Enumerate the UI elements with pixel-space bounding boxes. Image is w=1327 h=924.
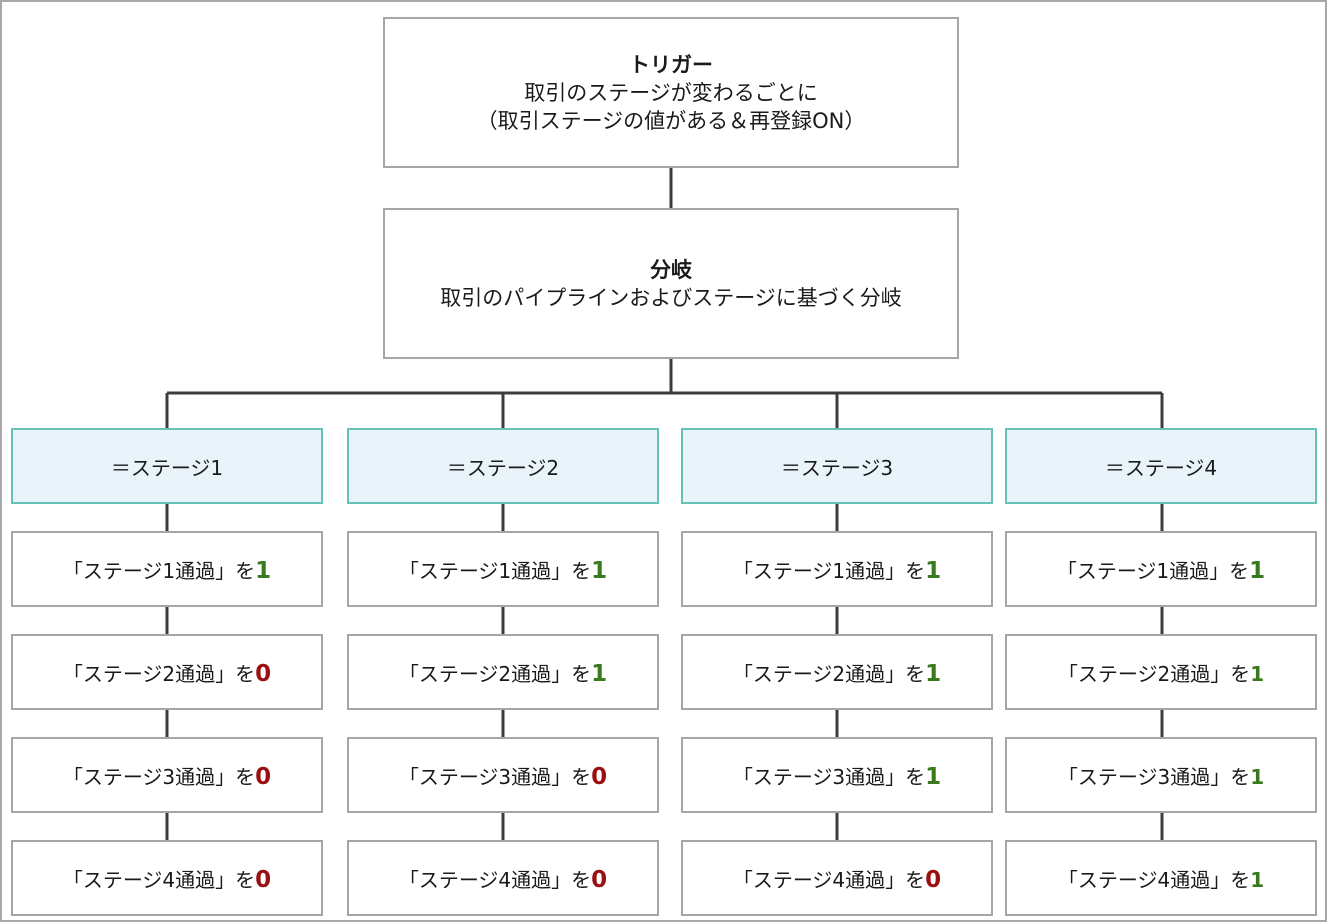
branch-description: 取引のパイプラインおよびステージに基づく分岐 <box>440 285 902 310</box>
action-label: 「ステージ2通過」を <box>62 661 256 686</box>
action-value: 0 <box>255 660 272 687</box>
action-value: 1 <box>1249 557 1266 584</box>
action-label: 「ステージ1通過」を <box>732 558 926 583</box>
stage-header-label: ＝ステージ2 <box>446 455 560 480</box>
action-box: 「ステージ3通過」を1 <box>1005 737 1317 813</box>
stage-header-4: ＝ステージ4 <box>1005 428 1317 504</box>
action-box: 「ステージ4通過」を0 <box>11 840 323 916</box>
action-value: 1 <box>925 763 942 790</box>
action-label: 「ステージ3通過」を <box>1057 764 1251 789</box>
stage-header-3: ＝ステージ3 <box>681 428 993 504</box>
action-box: 「ステージ4通過」を1 <box>1005 840 1317 916</box>
action-label: 「ステージ1通過」を <box>1056 558 1250 583</box>
action-label: 「ステージ4通過」を <box>1057 867 1251 892</box>
action-label: 「ステージ3通過」を <box>398 764 592 789</box>
action-value: 1 <box>591 557 608 584</box>
stage-header-2: ＝ステージ2 <box>347 428 659 504</box>
action-label: 「ステージ2通過」を <box>1057 661 1251 686</box>
action-box: 「ステージ3通過」を0 <box>347 737 659 813</box>
action-value: 0 <box>255 866 272 893</box>
action-label: 「ステージ3通過」を <box>732 764 926 789</box>
branch-box: 分岐 取引のパイプラインおよびステージに基づく分岐 <box>383 208 959 359</box>
trigger-title: トリガー <box>629 52 713 77</box>
action-box: 「ステージ3通過」を0 <box>11 737 323 813</box>
trigger-description: 取引のステージが変わるごとに <box>524 80 818 105</box>
action-value: 0 <box>255 763 272 790</box>
stage-header-label: ＝ステージ3 <box>780 455 894 480</box>
stage-header-label: ＝ステージ4 <box>1104 455 1218 480</box>
action-label: 「ステージ1通過」を <box>398 558 592 583</box>
action-value: 1 <box>1250 764 1265 789</box>
trigger-condition: （取引ステージの値がある＆再登録ON） <box>476 108 866 133</box>
trigger-box: トリガー 取引のステージが変わるごとに （取引ステージの値がある＆再登録ON） <box>383 17 959 168</box>
action-label: 「ステージ2通過」を <box>732 661 926 686</box>
stage-header-label: ＝ステージ1 <box>110 455 224 480</box>
action-box: 「ステージ3通過」を1 <box>681 737 993 813</box>
action-box: 「ステージ1通過」を1 <box>1005 531 1317 607</box>
action-value: 1 <box>1250 661 1265 686</box>
action-label: 「ステージ4通過」を <box>398 867 592 892</box>
action-box: 「ステージ2通過」を1 <box>1005 634 1317 710</box>
action-value: 1 <box>1250 867 1265 892</box>
branch-title: 分岐 <box>650 257 692 282</box>
action-label: 「ステージ1通過」を <box>62 558 256 583</box>
stage-header-1: ＝ステージ1 <box>11 428 323 504</box>
action-value: 1 <box>925 660 942 687</box>
action-value: 1 <box>591 660 608 687</box>
action-label: 「ステージ2通過」を <box>398 661 592 686</box>
action-value: 0 <box>925 866 942 893</box>
action-value: 0 <box>591 866 608 893</box>
action-box: 「ステージ4通過」を0 <box>681 840 993 916</box>
action-box: 「ステージ1通過」を1 <box>681 531 993 607</box>
action-box: 「ステージ1通過」を1 <box>11 531 323 607</box>
action-value: 1 <box>255 557 272 584</box>
action-label: 「ステージ4通過」を <box>732 867 926 892</box>
action-value: 1 <box>925 557 942 584</box>
action-box: 「ステージ2通過」を1 <box>347 634 659 710</box>
action-box: 「ステージ4通過」を0 <box>347 840 659 916</box>
action-box: 「ステージ1通過」を1 <box>347 531 659 607</box>
action-box: 「ステージ2通過」を0 <box>11 634 323 710</box>
action-label: 「ステージ4通過」を <box>62 867 256 892</box>
action-box: 「ステージ2通過」を1 <box>681 634 993 710</box>
action-value: 0 <box>591 763 608 790</box>
action-label: 「ステージ3通過」を <box>62 764 256 789</box>
